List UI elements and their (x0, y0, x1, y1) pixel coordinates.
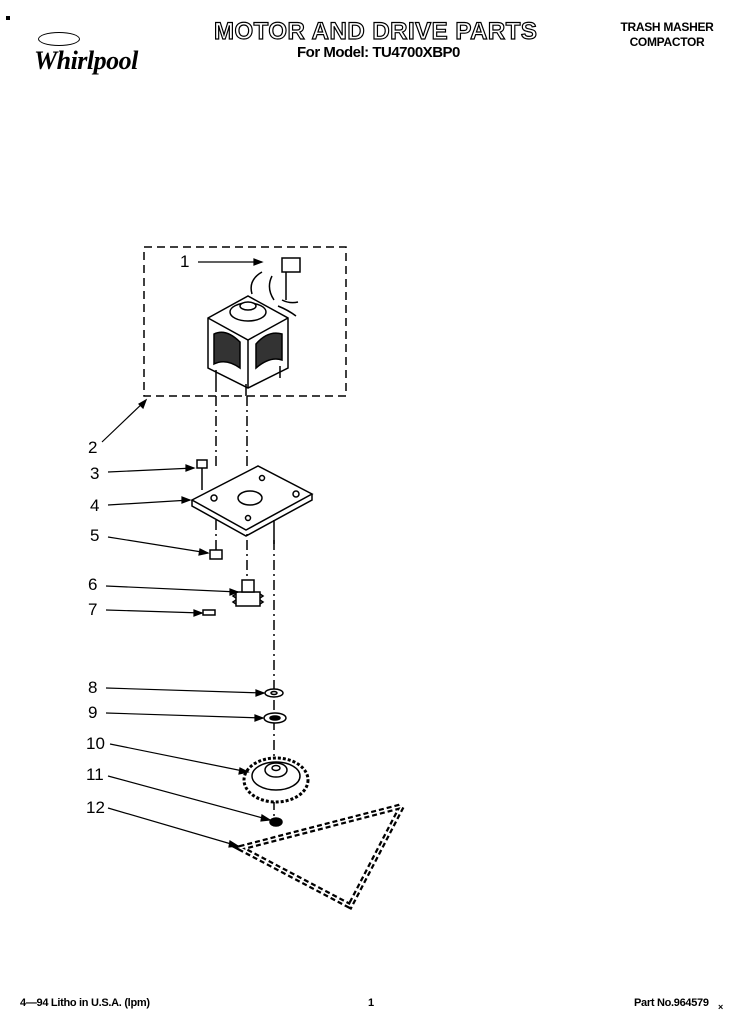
sprocket (242, 756, 310, 804)
bearing (263, 712, 287, 724)
page-number: 1 (368, 997, 374, 1009)
mounting-plate (190, 465, 314, 544)
nut (209, 549, 223, 560)
motor-assembly-boundary (143, 246, 347, 397)
product-line-1: TRASH MASHER (620, 20, 714, 34)
callout-1: 1 (180, 252, 190, 271)
callout-3: 3 (90, 464, 100, 483)
motor (207, 257, 301, 396)
callout-12: 12 (86, 798, 105, 817)
callout-5: 5 (90, 526, 100, 545)
corner-mark (6, 16, 10, 20)
model-line: For Model: TU4700XBP0 (297, 44, 460, 61)
callout-2: 2 (88, 438, 98, 457)
callout-8: 8 (88, 678, 98, 697)
leader-lines (101, 258, 272, 848)
part-number: Part No.964579 (634, 997, 709, 1009)
footer-mark: × (718, 1002, 723, 1012)
product-type: TRASH MASHER COMPACTOR (612, 20, 722, 50)
callout-11: 11 (86, 765, 104, 784)
page-title: MOTOR AND DRIVE PARTS (213, 17, 538, 45)
litho-note: 4—94 Litho in U.S.A. (lpm) (20, 997, 150, 1009)
set-screw (202, 609, 216, 616)
product-line-2: COMPACTOR (629, 35, 705, 49)
whirlpool-logo: Whirlpool (20, 20, 160, 80)
brand-name: Whirlpool (34, 46, 138, 75)
pinion-gear (231, 579, 265, 607)
callout-7: 7 (88, 600, 98, 619)
callout-4: 4 (90, 496, 100, 515)
logo-badge-icon (38, 32, 80, 46)
washer (264, 688, 284, 698)
drive-chain (231, 801, 408, 911)
callout-9: 9 (88, 703, 98, 722)
callout-10: 10 (86, 734, 105, 753)
callout-6: 6 (88, 575, 98, 594)
sprocket-nut (269, 817, 283, 827)
screw (196, 459, 208, 490)
